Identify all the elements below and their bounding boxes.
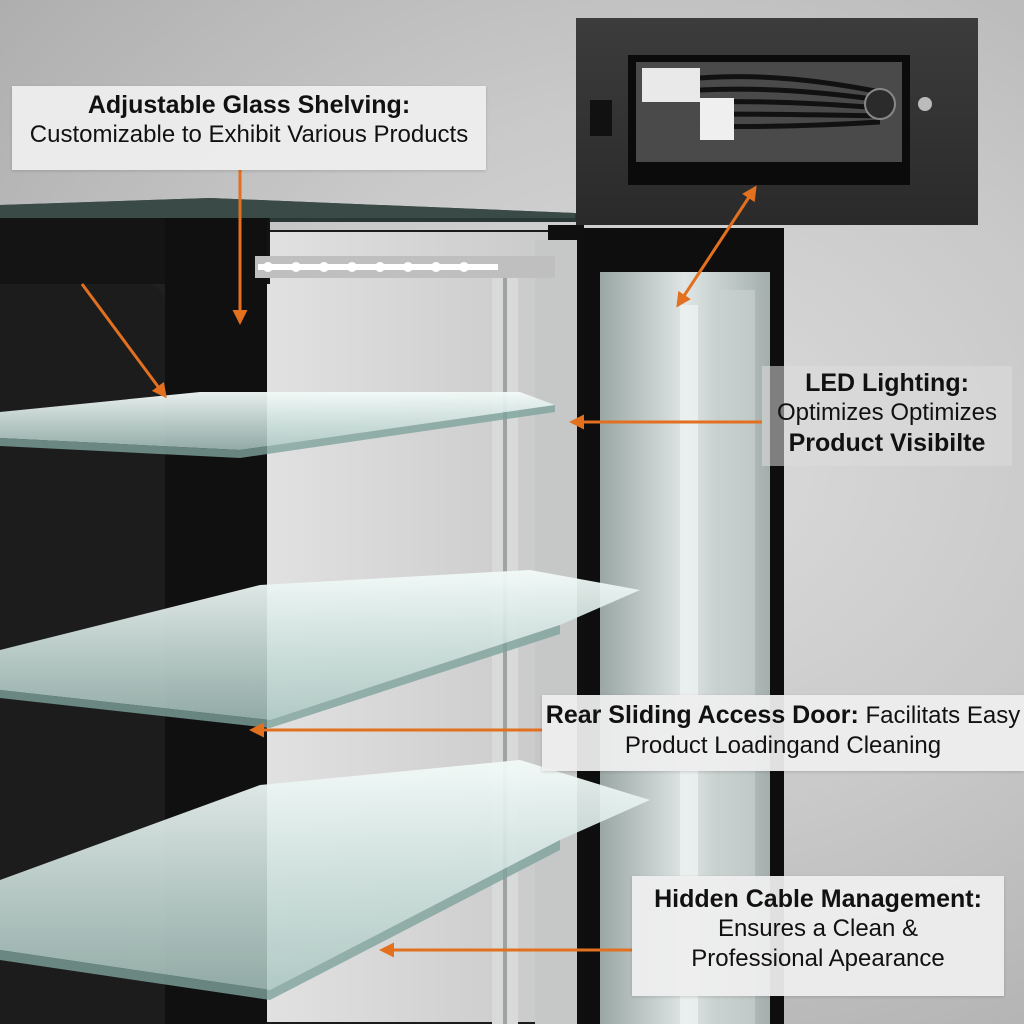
- callout-text-bold: Product Visibilte: [788, 429, 986, 457]
- glass-top: [0, 198, 600, 222]
- arrow-shelf-left: [80, 283, 167, 399]
- led-light-bar: [255, 256, 555, 278]
- callout-text: Product Loadingand Cleaning: [624, 732, 942, 759]
- callout-text: Facilitats Easy: [858, 702, 1021, 729]
- callout-title: Adjustable Glass Shelving:: [87, 91, 411, 119]
- callout-sliding-door: Rear Sliding Access Door: Facilitats Eas…: [542, 695, 1024, 771]
- callout-text: Ensures a Clean &: [717, 915, 919, 942]
- arrow-cable-inset: [676, 185, 757, 308]
- callout-title: LED Lighting:: [805, 369, 969, 397]
- callout-glass-shelving: Adjustable Glass Shelving: Customizable …: [12, 86, 486, 170]
- callout-text: Customizable to Exhibit Various Products: [29, 121, 469, 148]
- callout-text: Professional Apearance: [691, 945, 945, 972]
- glass-shelves: [0, 392, 650, 1000]
- callout-cable-management: Hidden Cable Management: Ensures a Clean…: [632, 876, 1004, 996]
- callout-text: Optimizes Optimizes: [776, 399, 998, 426]
- callout-arrows: [80, 170, 762, 958]
- callout-title: Hidden Cable Management:: [654, 885, 982, 913]
- callout-led-lighting: LED Lighting: Optimizes Optimizes Produc…: [762, 366, 1012, 466]
- cable-inset-photo: [576, 18, 978, 225]
- callout-title: Rear Sliding Access Door:: [545, 701, 859, 729]
